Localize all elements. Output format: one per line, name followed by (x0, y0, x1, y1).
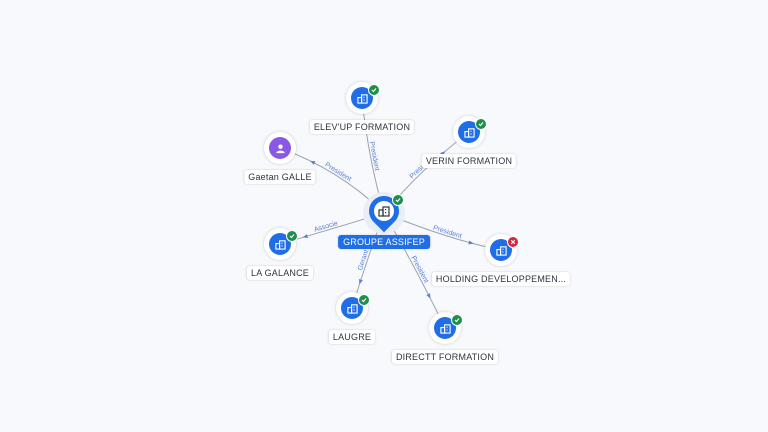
person-icon (269, 137, 291, 159)
edge-label-holding: President (432, 225, 462, 241)
active-status-check-icon (475, 118, 487, 130)
building-icon (341, 297, 363, 319)
edge-arrow-laugre (359, 279, 363, 285)
node-label-holding: HOLDING DEVELOPPEMEN... (431, 272, 571, 286)
building-icon (434, 317, 456, 339)
edge-label-directt: President (409, 255, 429, 284)
building-icon (351, 87, 373, 109)
edge-label-elevup: President (368, 141, 380, 171)
node-label-galance: LA GALANCE (246, 266, 314, 280)
active-status-check-icon (358, 294, 370, 306)
building-icon (269, 233, 291, 255)
edge-label-laugre: Gerant (357, 249, 370, 272)
node-label-gaetan: Gaetan GALLE (244, 170, 316, 184)
active-status-check-icon (392, 194, 404, 206)
edge-arrow-gaetan (310, 160, 316, 165)
edge-arrow-directt (426, 293, 431, 299)
active-status-check-icon (286, 230, 298, 242)
building-icon (374, 201, 394, 221)
edge-label-gaetan: President (323, 161, 352, 183)
active-status-check-icon (368, 84, 380, 96)
active-status-check-icon (451, 314, 463, 326)
edge-arrow-verin (440, 151, 446, 157)
building-icon (490, 239, 512, 261)
edge-label-galance: Associe (313, 220, 339, 234)
edge-arrow-galance (302, 234, 309, 238)
edge-arrow-holding (468, 240, 474, 245)
node-label-elevup: ELEV'UP FORMATION (309, 120, 415, 134)
node-label-laugre: LAUGRE (328, 330, 376, 344)
building-icon (458, 121, 480, 143)
node-label-directt: DIRECTT FORMATION (391, 350, 499, 364)
inactive-status-cross-icon (507, 236, 519, 248)
center-node-label: GROUPE ASSIFEP (338, 235, 430, 249)
node-label-verin: VERIN FORMATION (421, 154, 517, 168)
